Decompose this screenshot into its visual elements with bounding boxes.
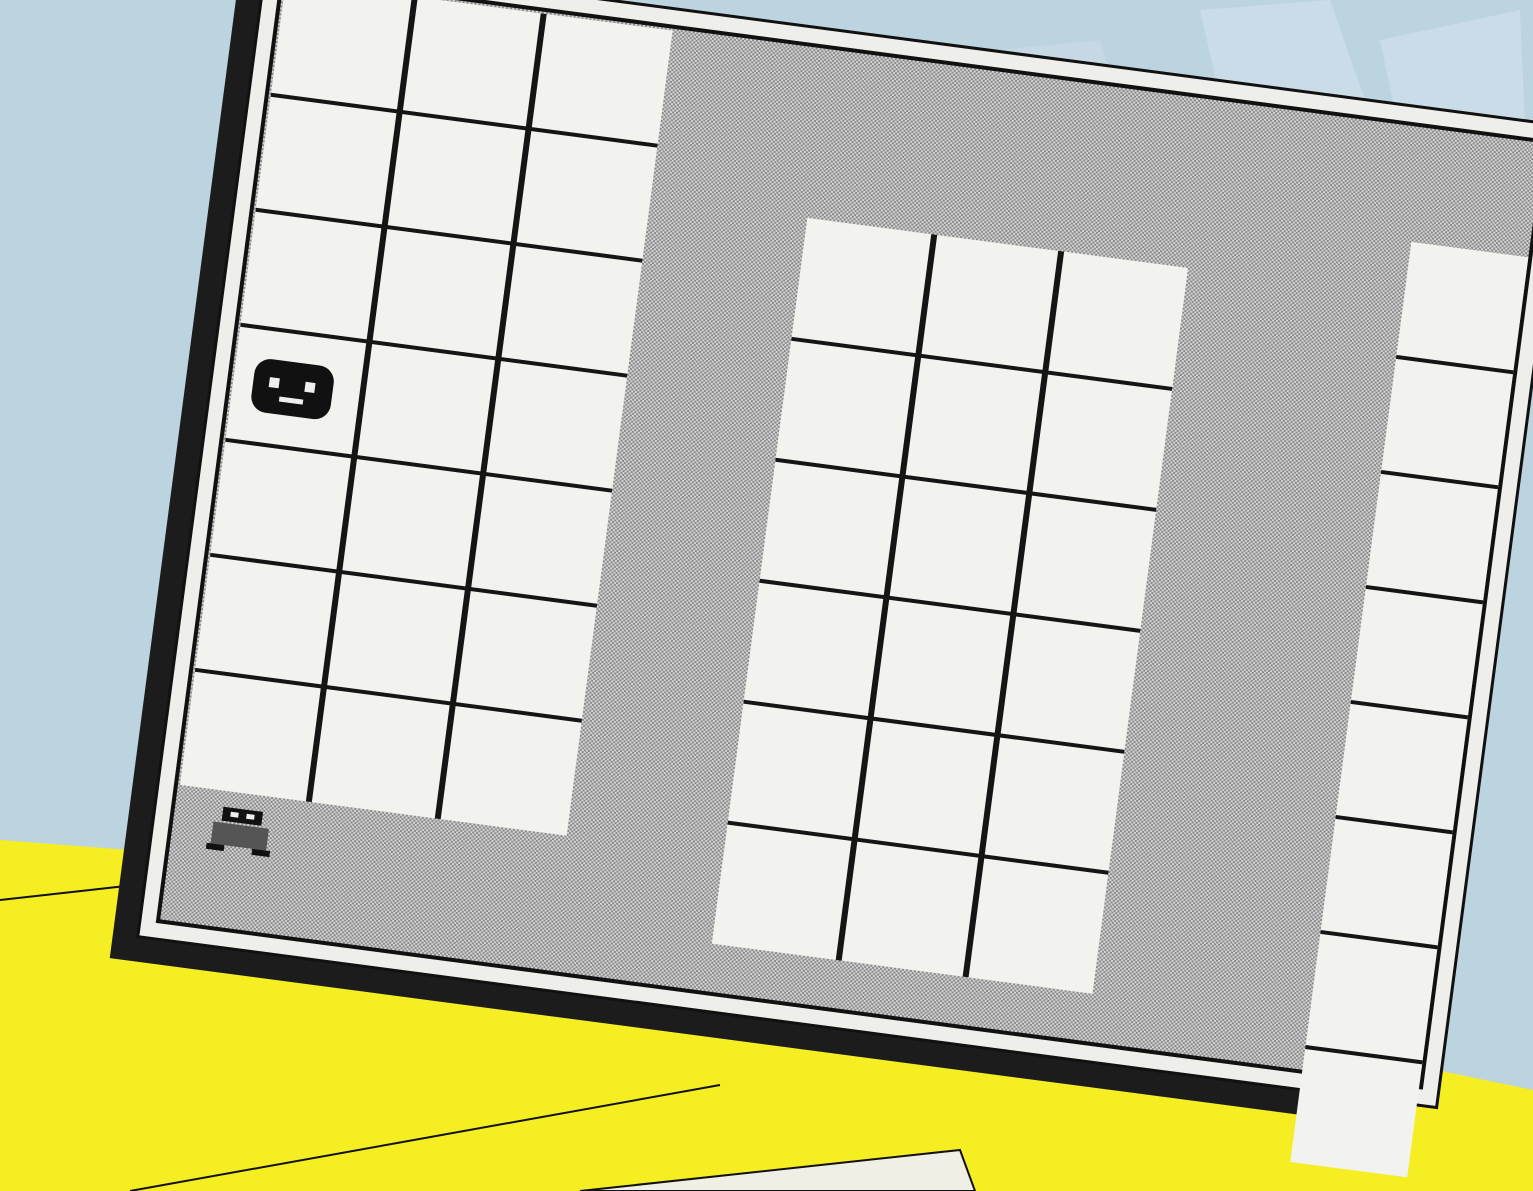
grid-cell: [902, 356, 1045, 494]
grid-cell: [871, 597, 1014, 735]
grid-cell: [855, 718, 998, 856]
grid-cell: [400, 0, 544, 129]
grid-cell: [271, 0, 415, 112]
grid-cell: [309, 687, 453, 819]
grid-cell: [839, 839, 982, 977]
grid-cell: [966, 856, 1109, 994]
grid-cell: [728, 702, 871, 840]
grid-cell: [1366, 472, 1498, 602]
grid-cell: [997, 614, 1140, 752]
grid-cell: [241, 210, 385, 342]
grid-cell: [1305, 932, 1437, 1062]
grid-cell: [513, 129, 657, 261]
grid-cell: [760, 460, 903, 598]
grid-cell: [369, 227, 513, 359]
grid-cell: [385, 112, 529, 244]
robot-face-icon: [249, 357, 335, 421]
grid-cell: [529, 14, 673, 146]
grid-cell: [1351, 587, 1483, 717]
grid-cell: [791, 218, 934, 356]
grid-cell: [180, 670, 324, 802]
grid-cell: [324, 572, 468, 704]
grid-cell: [438, 704, 582, 836]
grid-cell: [918, 235, 1061, 373]
grid-cell: [1336, 702, 1468, 832]
grid-cell: [453, 589, 597, 721]
grid-cell: [1396, 242, 1528, 372]
grid-cell: [1321, 817, 1453, 947]
grid-cell: [1045, 251, 1188, 389]
grid-cell: [339, 457, 483, 589]
grid-cell: [1013, 493, 1156, 631]
grid-cell: [468, 474, 612, 606]
grid-cell: [1381, 357, 1513, 487]
grid-cell: [982, 735, 1125, 873]
grid-cell: [1029, 372, 1172, 510]
grid-cell: [886, 476, 1029, 614]
grid-cell: [210, 440, 354, 572]
tilted-board: [103, 0, 1533, 1180]
grid-cell: [483, 359, 627, 491]
grid-cell: [354, 342, 498, 474]
grid-cell: [712, 823, 855, 961]
grid-cell: [744, 581, 887, 719]
grid-cell: [498, 244, 642, 376]
grid-cell: [775, 339, 918, 477]
grid-cell: [195, 555, 339, 687]
grid-cell: [1290, 1047, 1422, 1177]
grid-cell: [256, 95, 400, 227]
